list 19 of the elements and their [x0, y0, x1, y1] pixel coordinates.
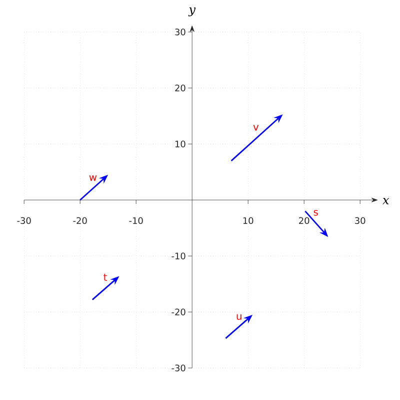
tick-label: 30	[175, 28, 186, 36]
vector-label: v	[253, 125, 259, 130]
tick-label: -10	[129, 217, 143, 224]
axis-label: x	[382, 198, 390, 204]
vector-label: t	[104, 274, 108, 281]
tick-label: 10	[175, 140, 186, 148]
tick-label: -30	[17, 217, 31, 224]
tick-label: 20	[175, 84, 186, 92]
tick-label: -10	[172, 252, 186, 260]
vector-label: s	[314, 210, 318, 216]
tick-label: -30	[172, 364, 186, 372]
axis-label: y	[188, 7, 196, 16]
tick-label: 30	[355, 217, 366, 224]
tick-label: -20	[172, 308, 186, 316]
tick-label: 10	[243, 217, 254, 224]
vector-label: w	[89, 175, 97, 181]
vector-label: u	[236, 314, 242, 320]
tick-label: -20	[73, 217, 87, 224]
tick-label: 20	[299, 217, 310, 224]
